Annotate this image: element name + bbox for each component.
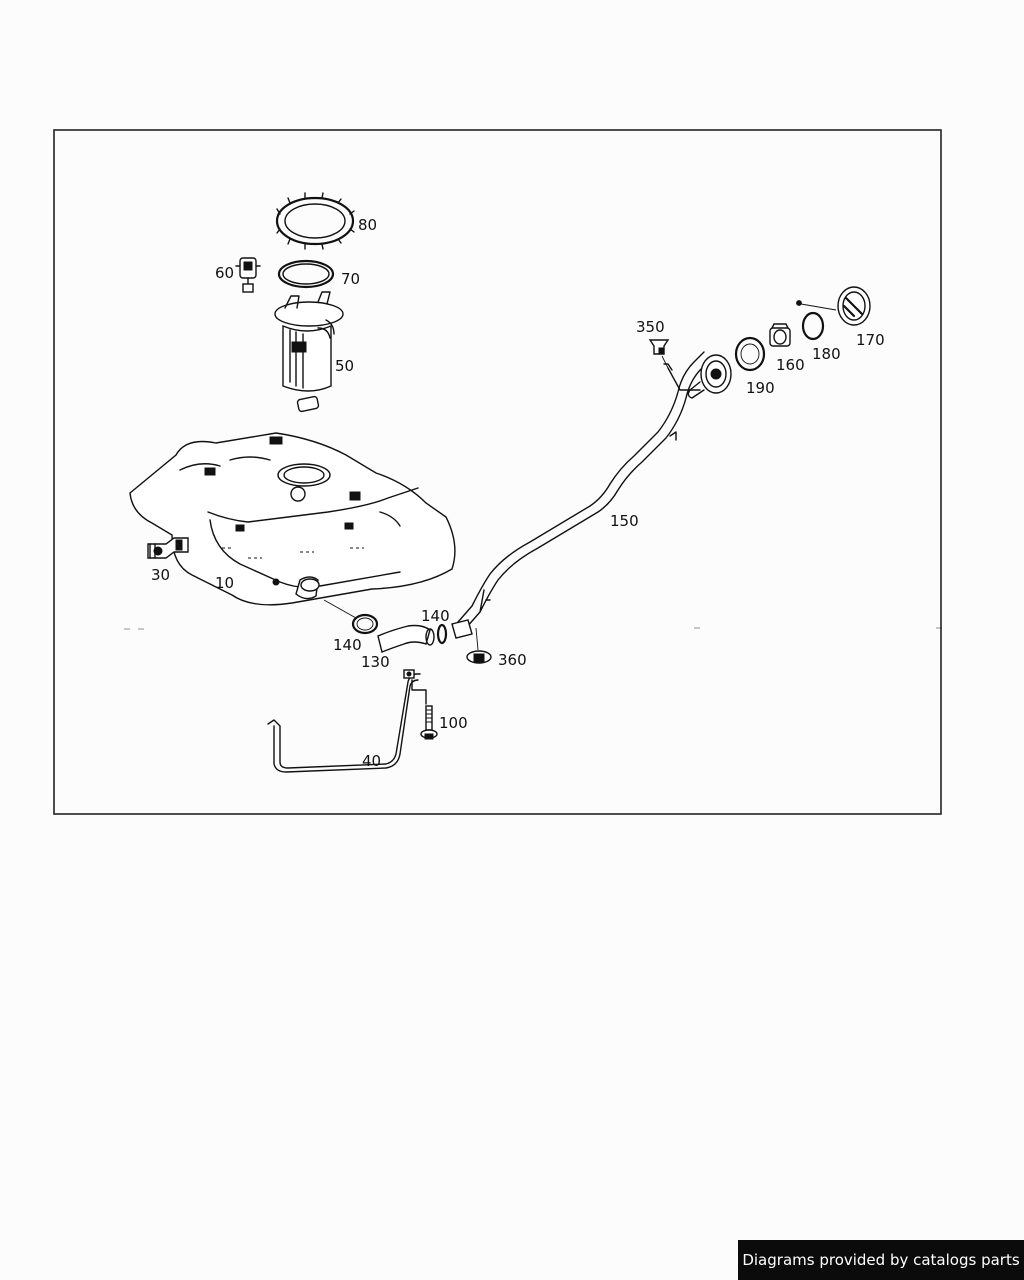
part-label-40[interactable]: 40 <box>362 752 381 770</box>
part-label-190[interactable]: 190 <box>746 379 775 397</box>
filler-pipe-illustration[interactable] <box>451 351 713 639</box>
fuel-tank-illustration[interactable] <box>129 432 456 606</box>
page-tick-marks <box>124 627 942 630</box>
filler-hose-illustration[interactable] <box>377 624 435 653</box>
strap-bolt-illustration[interactable] <box>411 679 438 740</box>
part-label-70[interactable]: 70 <box>341 270 360 288</box>
filler-neck-illustration[interactable] <box>687 354 732 399</box>
pressure-sensor-illustration[interactable] <box>235 257 261 293</box>
part-label-80[interactable]: 80 <box>358 216 377 234</box>
hose-clamp-upper-illustration[interactable] <box>436 623 448 645</box>
hose-clamp-lower-illustration[interactable] <box>351 613 379 635</box>
filler-seal-illustration[interactable] <box>801 311 825 341</box>
attribution-badge: Diagrams provided by catalogs parts <box>738 1240 1024 1280</box>
part-label-180[interactable]: 180 <box>812 345 841 363</box>
seal-ring-illustration[interactable] <box>277 259 335 289</box>
part-label-170[interactable]: 170 <box>856 331 885 349</box>
diagram-frame <box>53 129 942 815</box>
part-label-10[interactable]: 10 <box>215 574 234 592</box>
part-labels: 80 70 60 50 30 10 140 130 140 360 100 40… <box>151 216 885 770</box>
leader-line <box>323 599 357 619</box>
part-label-350[interactable]: 350 <box>636 318 665 336</box>
fuel-pump-module-illustration[interactable] <box>274 291 344 413</box>
part-label-100[interactable]: 100 <box>439 714 468 732</box>
part-label-140-lower[interactable]: 140 <box>333 636 362 654</box>
locking-ring-illustration[interactable] <box>275 192 355 250</box>
part-label-160[interactable]: 160 <box>776 356 805 374</box>
fuel-cap-illustration[interactable] <box>796 286 871 326</box>
tank-strap-illustration[interactable] <box>267 669 421 773</box>
bracket-clip-illustration[interactable] <box>648 339 670 369</box>
part-label-150[interactable]: 150 <box>610 512 639 530</box>
part-label-50[interactable]: 50 <box>335 357 354 375</box>
filler-neck-nut-illustration[interactable] <box>769 323 791 347</box>
part-label-140-upper[interactable]: 140 <box>421 607 450 625</box>
part-label-360[interactable]: 360 <box>498 651 527 669</box>
part-label-60[interactable]: 60 <box>215 264 234 282</box>
part-label-130[interactable]: 130 <box>361 653 390 671</box>
mounting-nut-illustration[interactable] <box>466 627 492 664</box>
part-label-30[interactable]: 30 <box>151 566 170 584</box>
tank-valve-illustration[interactable] <box>147 537 189 559</box>
filler-gasket-illustration[interactable] <box>734 336 766 372</box>
